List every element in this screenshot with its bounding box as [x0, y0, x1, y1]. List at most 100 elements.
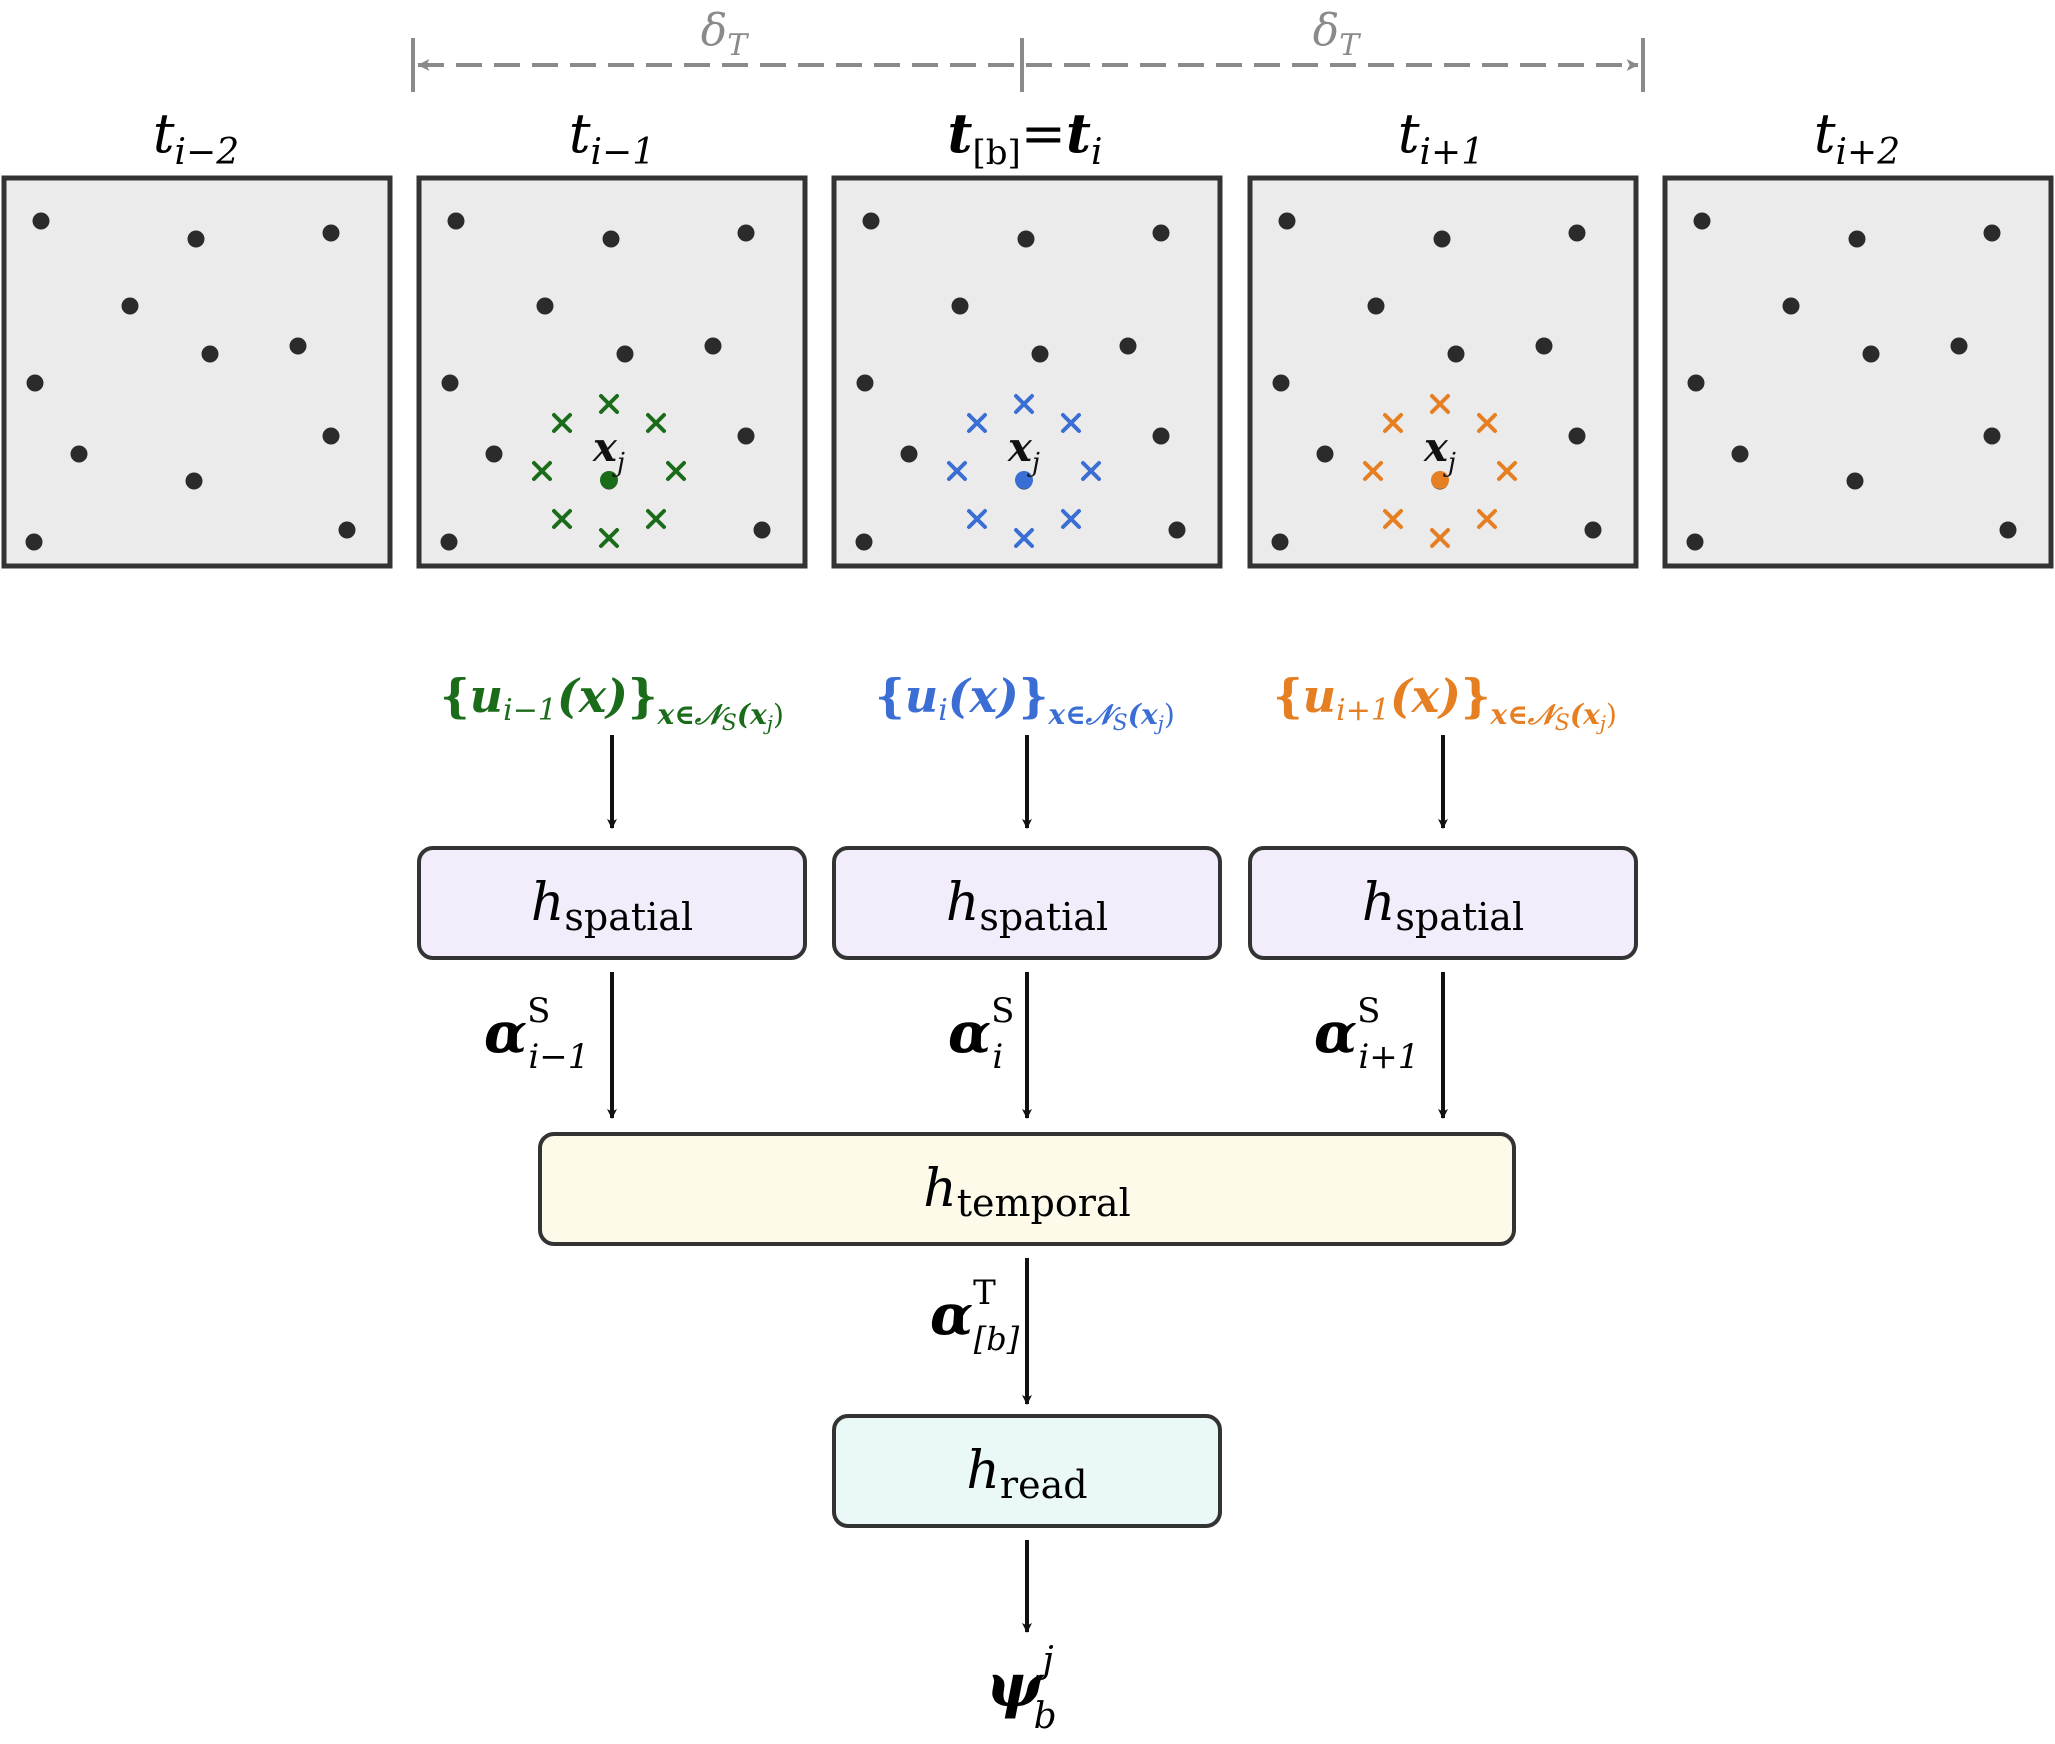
query-point [1431, 471, 1449, 489]
particle-dot [338, 521, 356, 539]
particle-dot [1017, 230, 1035, 248]
neighbor-cross-marker [1477, 413, 1497, 433]
interval-label-right: δT [1313, 5, 1362, 63]
particle-dot [1433, 230, 1451, 248]
particle-dot [862, 212, 880, 230]
time-interval-markers: δT δT [411, 5, 1645, 92]
particle-dot [1119, 337, 1137, 355]
particle-dot [1278, 212, 1296, 230]
neighbor-cross-marker [1383, 509, 1403, 529]
particle-dot [737, 427, 755, 445]
particle-dot [704, 337, 722, 355]
particle-dot [1782, 297, 1800, 315]
spatial-block-3-label: hspatial [1362, 873, 1524, 939]
temporal-block-label: htemporal [923, 1159, 1130, 1225]
particle-dot [441, 374, 459, 392]
particle-dot [201, 345, 219, 363]
particle-dot [1846, 472, 1864, 490]
spatial-block-1 [417, 846, 807, 960]
particle-dot [1731, 445, 1749, 463]
query-point-label: xj [592, 424, 625, 478]
particle-dot [1271, 533, 1289, 551]
particle-dot [1447, 345, 1465, 363]
particle-dot [322, 427, 340, 445]
particle-dot [1168, 521, 1186, 539]
frame-label-t-i-plus-1: ti+1 [1398, 102, 1484, 173]
query-point-label: xj [1423, 424, 1456, 478]
neighbor-cross-marker [552, 509, 572, 529]
particle-dot [951, 297, 969, 315]
neighbor-cross-marker [1363, 461, 1383, 481]
neighbor-cross-marker [552, 413, 572, 433]
input-set-i: {ui(x)}x∈𝒩S(xj) [875, 669, 1175, 736]
query-point [600, 471, 618, 489]
neighbor-cross-marker [666, 461, 686, 481]
temporal-block [538, 1132, 1516, 1246]
particle-dot [616, 345, 634, 363]
particle-dot [856, 374, 874, 392]
neighbor-cross-marker [646, 509, 666, 529]
particle-dot [485, 445, 503, 463]
particle-dot [753, 521, 771, 539]
input-labels: {ui−1(x)}x∈𝒩S(xj) {ui(x)}x∈𝒩S(xj) {ui+1(… [440, 669, 1617, 736]
spatial-block-1-label: hspatial [531, 873, 693, 939]
particle-dot [1367, 297, 1385, 315]
particle-dot [1152, 224, 1170, 242]
neighbor-cross-marker [1383, 413, 1403, 433]
particle-dot [1862, 345, 1880, 363]
particle-dot [289, 337, 307, 355]
neighbor-cross-marker [967, 509, 987, 529]
neighbor-cross-marker [947, 461, 967, 481]
particle-dot [1983, 224, 2001, 242]
neighbor-cross-marker [967, 413, 987, 433]
neighbor-cross-marker [1081, 461, 1101, 481]
particle-dot [447, 212, 465, 230]
particle-dot [1999, 521, 2017, 539]
neighbor-cross-marker [1430, 528, 1450, 548]
particle-dot [440, 533, 458, 551]
neighbor-cross-marker [1014, 528, 1034, 548]
particle-dot [737, 224, 755, 242]
particle-dot [536, 297, 554, 315]
neighbor-cross-marker [1430, 394, 1450, 414]
neighbor-cross-marker [1014, 394, 1034, 414]
flow-arrows [607, 735, 1448, 1633]
particle-dot [900, 445, 918, 463]
frame-label-t-i-minus-1: ti−1 [569, 102, 655, 173]
particle-dot [187, 230, 205, 248]
particle-dot [32, 212, 50, 230]
particle-dot [70, 445, 88, 463]
neighbor-cross-marker [599, 528, 619, 548]
frame-label-t-b-equals-t-i: t[b]=ti [948, 101, 1103, 173]
particle-dot [1584, 521, 1602, 539]
neighbor-cross-marker [532, 461, 552, 481]
particle-dot [1983, 427, 2001, 445]
particle-dot [1950, 337, 1968, 355]
particle-dot [1152, 427, 1170, 445]
neighbor-cross-marker [1477, 509, 1497, 529]
particle-dot [1031, 345, 1049, 363]
read-block [832, 1414, 1222, 1528]
neighbor-cross-marker [646, 413, 666, 433]
neighbor-cross-marker [1061, 509, 1081, 529]
particle-dot [25, 533, 43, 551]
input-set-i-plus-1: {ui+1(x)}x∈𝒩S(xj) [1273, 669, 1617, 736]
particle-dot [185, 472, 203, 490]
particle-dot [1686, 533, 1704, 551]
frame-3: xj [831, 175, 1223, 569]
particle-dot [855, 533, 873, 551]
particle-dot [1316, 445, 1334, 463]
neighbor-cross-marker [1497, 461, 1517, 481]
particle-dot [121, 297, 139, 315]
spatial-block-2-label: hspatial [946, 873, 1108, 939]
particle-dot [1848, 230, 1866, 248]
frame-4: xj [1247, 175, 1639, 569]
query-point [1015, 471, 1033, 489]
read-block-group: hread [832, 1414, 1222, 1528]
